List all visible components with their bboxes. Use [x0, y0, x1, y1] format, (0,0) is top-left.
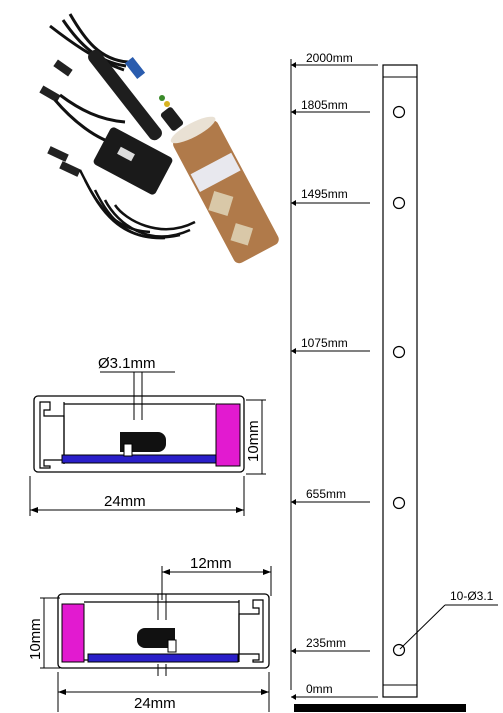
tick-1805: 1805mm: [291, 98, 406, 119]
end-cap: [61, 603, 85, 663]
pcb-strip: [61, 454, 217, 464]
tick-2000: 2000mm: [291, 51, 378, 66]
mount-hole: [392, 196, 406, 210]
tick-label: 655mm: [306, 487, 346, 501]
mount-hole: [392, 496, 406, 510]
offset-label: 12mm: [190, 555, 232, 572]
light-strip: [382, 64, 418, 698]
width-label: 24mm: [104, 493, 146, 510]
ground-bar: [294, 704, 466, 712]
tick-label: 1805mm: [301, 98, 348, 112]
tick-655: 655mm: [291, 487, 406, 510]
height-label: 10mm: [245, 420, 262, 462]
hole-diameter-label: Ø3.1mm: [98, 355, 156, 372]
section-view-bottom: 12mm 10mm 24mm: [27, 555, 272, 712]
mount-hole: [392, 345, 406, 359]
height-label: 10mm: [27, 618, 44, 660]
tick-label: 1075mm: [301, 336, 348, 350]
tick-1075: 1075mm: [291, 336, 406, 359]
tick-235: 235mm: [291, 636, 406, 657]
side-elevation: 2000mm 1805mm 1495mm 1075mm 655mm 235mm: [290, 51, 498, 712]
pcb-strip: [87, 653, 239, 663]
tick-label: 1495mm: [301, 187, 348, 201]
tick-label: 235mm: [306, 636, 346, 650]
tick-1495: 1495mm: [291, 187, 406, 210]
end-cap: [215, 403, 241, 467]
tick-label: 0mm: [306, 682, 333, 696]
led: [137, 628, 175, 648]
mount-hole: [392, 105, 406, 119]
tick-0: 0mm: [291, 682, 378, 698]
tick-label: 2000mm: [306, 51, 353, 65]
hole-callout-label: 10-Ø3.1: [450, 589, 494, 603]
section-view-top: Ø3.1mm 10mm 24mm: [29, 355, 266, 516]
product-photo: [39, 13, 279, 264]
hole-callout: 10-Ø3.1: [399, 589, 498, 650]
width-label: 24mm: [134, 695, 176, 712]
